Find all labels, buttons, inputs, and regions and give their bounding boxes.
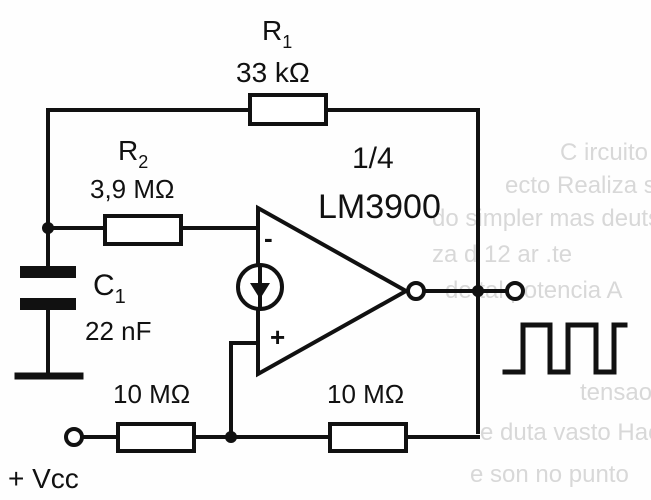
r1-value: 33 kΩ (236, 57, 310, 88)
noninverting-input-label: + (270, 322, 285, 352)
resistor-r2 (103, 214, 183, 246)
r4-value: 10 MΩ (327, 379, 404, 409)
bleed-line-6: tensao nunca Tamitada (580, 379, 651, 406)
bleed-line-7: e duta vasto Hacer (480, 419, 651, 446)
bleed-line-2: ecto Realiza su ser- (505, 172, 651, 199)
capacitor-plate-bottom (20, 298, 76, 310)
junction-bottom (225, 431, 237, 443)
resistor-r3 (116, 422, 196, 453)
c1-value: 22 nF (85, 316, 152, 346)
c1-label: C1 (93, 269, 126, 308)
r3-value: 10 MΩ (113, 379, 190, 409)
r2-label: R2 (118, 135, 148, 172)
output-terminal (505, 281, 525, 301)
ic-fraction: 1/4 (352, 142, 394, 175)
r1-label: R1 (262, 15, 292, 52)
resistor-r4 (328, 422, 408, 453)
ic-name: LM3900 (318, 188, 441, 226)
resistor-r1 (248, 93, 328, 126)
junction-r2 (42, 222, 54, 234)
bleed-line-4: za d 12 ar .te (432, 241, 572, 268)
inverting-input-label: - (264, 223, 273, 253)
capacitor-plate-top (20, 266, 76, 278)
square-wave-icon (502, 322, 628, 375)
opamp-output-terminal (406, 281, 426, 301)
r2-value: 3,9 MΩ (90, 174, 174, 204)
bleed-line-1: C ircuito exponi- (560, 139, 651, 166)
junction-dots (42, 222, 484, 443)
vcc-label: + Vcc (8, 463, 79, 494)
top-feedback-wire (46, 108, 480, 434)
bleed-line-3: do simpler mas deutsa- (432, 205, 651, 232)
vcc-terminal (64, 427, 84, 447)
current-source-icon (236, 263, 284, 311)
junction-output (472, 285, 484, 297)
noninv-input-wire (229, 341, 260, 439)
bleed-line-8: e son no punto (470, 461, 629, 488)
